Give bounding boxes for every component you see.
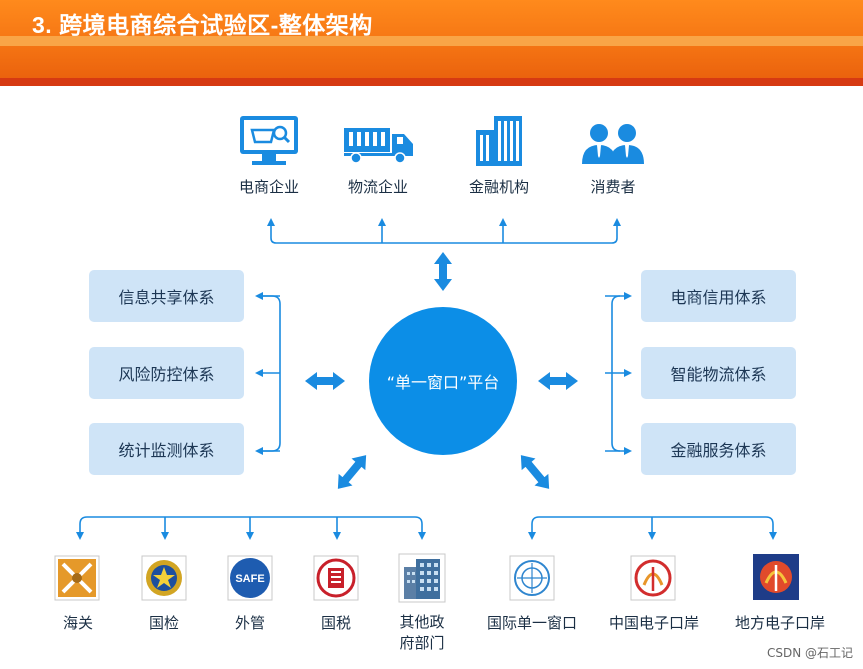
- page-title: 3. 跨境电商综合试验区-整体架构: [32, 12, 373, 38]
- top-label-finance: 金融机构: [468, 178, 529, 196]
- buildings-icon: [476, 116, 522, 166]
- left-system-statistics: 统计监测体系: [89, 423, 244, 475]
- bottom-label-other-gov: 其他政 府部门: [399, 613, 445, 652]
- safe-emblem-icon: SAFE: [227, 555, 273, 601]
- bottom-label-forex: 外管: [234, 614, 265, 632]
- tax-emblem-icon: [313, 555, 359, 601]
- header-highlight-band: [0, 36, 863, 46]
- local-eport-emblem-icon: [753, 554, 799, 600]
- bottom-label-local-eport: 地方电子口岸: [734, 614, 825, 632]
- government-building-icon: [398, 553, 446, 603]
- top-label-consumer: 消费者: [590, 178, 636, 196]
- right-system-logistics: 智能物流体系: [641, 347, 796, 399]
- watermark: CSDN @石工记: [766, 646, 853, 660]
- people-icon: [582, 124, 644, 164]
- bottom-label-tax: 国税: [320, 614, 351, 632]
- header-bottom-band: [0, 78, 863, 86]
- top-label-logistics: 物流企业: [347, 178, 408, 196]
- china-eport-emblem-icon: [630, 555, 676, 601]
- right-system-credit: 电商信用体系: [641, 270, 796, 322]
- bottom-label-customs: 海关: [62, 614, 93, 632]
- header-bar: [0, 0, 863, 86]
- customs-emblem-icon: [54, 555, 100, 601]
- right-system-finance: 金融服务体系: [641, 423, 796, 475]
- svg-text:SAFE: SAFE: [235, 573, 264, 585]
- truck-icon: [344, 128, 413, 164]
- single-window-hub: “单一窗口”平台: [369, 307, 517, 455]
- bottom-label-china-eport: 中国电子口岸: [608, 614, 699, 632]
- top-label-ecommerce: 电商企业: [238, 178, 299, 196]
- left-system-info-sharing: 信息共享体系: [89, 270, 244, 322]
- bottom-label-intl-single-window: 国际单一窗口: [486, 614, 577, 632]
- un-emblem-icon: [509, 555, 555, 601]
- ecommerce-computer-icon: [240, 116, 298, 165]
- hub-label: “单一窗口”平台: [386, 373, 500, 392]
- left-system-risk-control: 风险防控体系: [89, 347, 244, 399]
- inspection-emblem-icon: [141, 555, 187, 601]
- bottom-label-inspection: 国检: [148, 614, 179, 632]
